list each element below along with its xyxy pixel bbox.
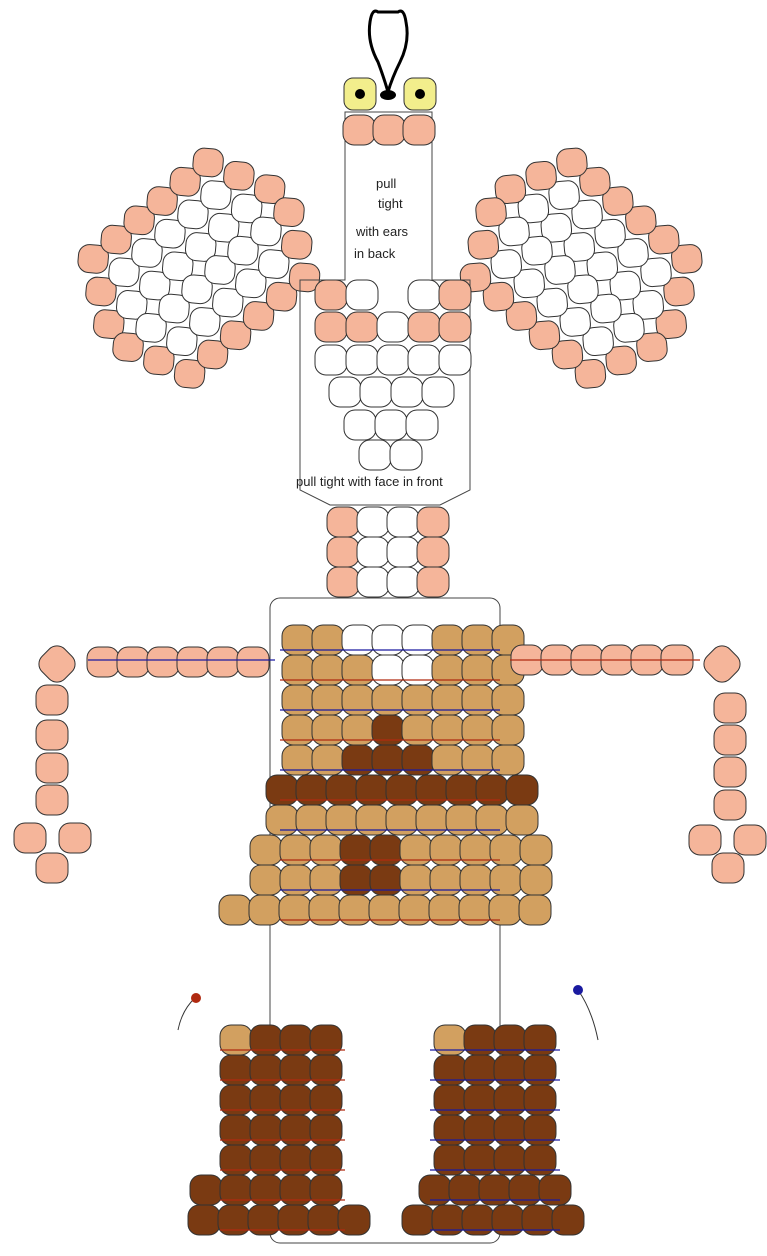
right-arm-bead — [714, 757, 746, 787]
neck-bead — [357, 507, 389, 537]
neck-bead — [387, 537, 419, 567]
note-ears-line2: tight — [378, 196, 403, 211]
left-arm-bead — [36, 753, 68, 783]
left-arm-bead — [36, 685, 68, 715]
neck-bead — [357, 537, 389, 567]
left-shoulder-bead — [34, 641, 79, 686]
body-bead — [250, 835, 282, 865]
neck-bead — [417, 507, 449, 537]
bead — [422, 377, 454, 407]
ear-bead — [556, 147, 588, 178]
body-bead — [519, 895, 551, 925]
left-arm-bead — [237, 647, 269, 677]
right-hand-bead — [712, 853, 744, 883]
left-leg-bead — [190, 1175, 222, 1205]
bead — [346, 345, 378, 375]
body — [219, 625, 552, 925]
left-arm-bead — [207, 647, 239, 677]
bead — [391, 377, 423, 407]
bead — [315, 280, 347, 310]
note-ears-line4: in back — [354, 246, 396, 261]
right-leg-bead — [402, 1205, 434, 1235]
legs — [188, 1025, 584, 1235]
body-bead — [250, 865, 282, 895]
head — [315, 115, 471, 470]
bead — [360, 377, 392, 407]
body-bead — [219, 895, 251, 925]
body-bead — [506, 805, 538, 835]
head-bead — [373, 115, 405, 145]
left-hand-bead — [59, 823, 91, 853]
neck-bead — [357, 567, 389, 597]
left-arm-bead — [147, 647, 179, 677]
right-arm-bead — [714, 725, 746, 755]
bead — [439, 312, 471, 342]
note-ears-line1: pull — [376, 176, 396, 191]
left-hand-bead — [36, 853, 68, 883]
neck-bead — [417, 567, 449, 597]
neck-bead — [327, 537, 359, 567]
ear-bead — [281, 230, 313, 261]
bead — [408, 312, 440, 342]
left-ear — [77, 147, 321, 389]
body-bead — [520, 865, 552, 895]
bead — [408, 280, 440, 310]
neck — [327, 507, 449, 597]
bead — [390, 440, 422, 470]
head-bead — [403, 115, 435, 145]
right-hand-bead — [689, 825, 721, 855]
note-face: pull tight with face in front — [296, 474, 443, 489]
bead — [377, 312, 409, 342]
neck-bead — [327, 567, 359, 597]
left-arm-bead — [87, 647, 119, 677]
bead — [346, 280, 378, 310]
neck-bead — [327, 507, 359, 537]
ear-bead — [467, 230, 499, 261]
bead — [315, 312, 347, 342]
right-hand-bead — [734, 825, 766, 855]
neck-bead — [387, 567, 419, 597]
body-bead — [506, 775, 538, 805]
ear-bead — [475, 197, 507, 228]
right-arm-bead — [714, 693, 746, 723]
left-leg-bead — [188, 1205, 220, 1235]
ear-bead — [223, 161, 255, 192]
bead — [346, 312, 378, 342]
neck-bead — [387, 507, 419, 537]
bead — [439, 280, 471, 310]
bead — [408, 345, 440, 375]
bead — [344, 410, 376, 440]
bead — [315, 345, 347, 375]
bead — [375, 410, 407, 440]
ear-bead — [273, 197, 305, 228]
ear-bead — [525, 161, 557, 192]
right-shoulder-bead — [699, 641, 744, 686]
right-arm-bead — [714, 790, 746, 820]
left-arm-bead — [177, 647, 209, 677]
bead — [329, 377, 361, 407]
bead — [439, 345, 471, 375]
bead — [359, 440, 391, 470]
left-arm-bead — [36, 720, 68, 750]
neck-bead — [417, 537, 449, 567]
right-ear — [459, 147, 703, 389]
annotation-ears: pull tight with ears in back — [354, 176, 409, 261]
left-arm-bead — [36, 785, 68, 815]
note-ears-line3: with ears — [355, 224, 409, 239]
body-bead — [520, 835, 552, 865]
bead — [377, 345, 409, 375]
left-arm-bead — [117, 647, 149, 677]
head-bead — [343, 115, 375, 145]
ear-bead — [192, 147, 224, 178]
left-hand-bead — [14, 823, 46, 853]
bead — [406, 410, 438, 440]
body-bead — [249, 895, 281, 925]
